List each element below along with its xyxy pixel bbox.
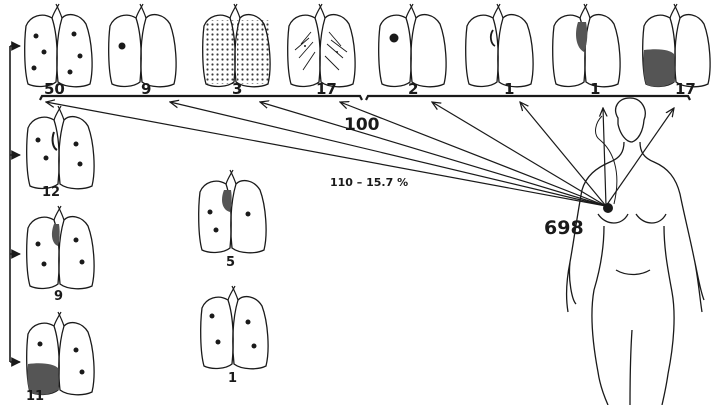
bracket-right: [366, 96, 690, 100]
bracket-left: [40, 96, 362, 100]
count-label: 9: [54, 289, 63, 304]
left-vertical-bracket: [10, 46, 20, 362]
total-patients-label: 698: [544, 217, 584, 239]
lung-diagram-center-mediastinal: [199, 170, 266, 253]
lung-diagram-hilar-nodules: [27, 106, 94, 189]
count-label: 1: [228, 371, 237, 386]
lung-diagram-solitary-lesion: [379, 4, 446, 87]
lung-diagram-center-nodules: [201, 286, 268, 369]
lung-diagram-miliary: [203, 4, 270, 87]
lung-diagram-effusion-nodules: [27, 312, 94, 395]
lung-diagram-mediastinal: [553, 4, 620, 87]
lung-diagram-hilar: [466, 4, 533, 87]
count-label: 11: [26, 389, 44, 404]
female-body-outline: [567, 98, 704, 405]
breast-lesion: [603, 203, 613, 213]
lung-diagram-lymphangitic: [288, 4, 355, 87]
percent-note: 110 – 15.7 %: [330, 176, 408, 189]
lung-diagram-mediastinal-nodules: [27, 206, 94, 289]
iv-line-icon: [596, 116, 617, 204]
lung-diagram-single-nodule: [109, 4, 176, 87]
count-label: 5: [226, 255, 235, 270]
lung-diagram-pleural-effusion: [643, 4, 710, 87]
lung-diagram-multiple-nodules: [25, 4, 92, 87]
count-label: 12: [42, 185, 60, 200]
